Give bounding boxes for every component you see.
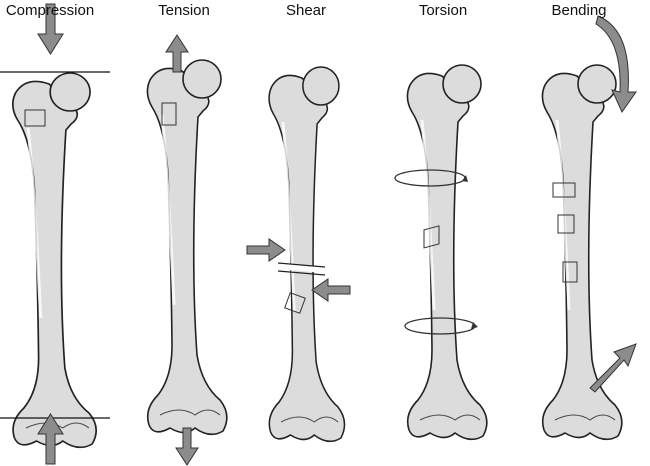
stress-element (24, 109, 46, 127)
bone-tension (145, 34, 229, 466)
stress-element (552, 182, 576, 198)
curved-arrow-icon (595, 15, 637, 114)
label-torsion: Torsion (418, 2, 468, 19)
arrow-up-icon (165, 34, 189, 73)
stress-element (562, 261, 578, 283)
arrow-down-icon (37, 3, 64, 55)
stress-element (161, 102, 177, 126)
stress-element (557, 214, 575, 234)
bone-torsion (394, 63, 489, 441)
arrow-up-icon (37, 413, 64, 465)
arrow-left-icon (311, 278, 351, 302)
bone-bending (540, 15, 637, 441)
bone-compression (0, 3, 110, 465)
stress-element (284, 292, 306, 314)
arrow-diagonal-icon (589, 343, 637, 393)
label-shear: Shear (285, 2, 327, 19)
arrow-down-icon (175, 427, 199, 466)
arrow-right-icon (246, 238, 286, 262)
bone-shear (246, 65, 351, 443)
label-tension: Tension (158, 2, 210, 19)
label-bending: Bending (551, 2, 607, 19)
stress-element (423, 225, 440, 249)
label-compression: Compression (5, 2, 95, 19)
